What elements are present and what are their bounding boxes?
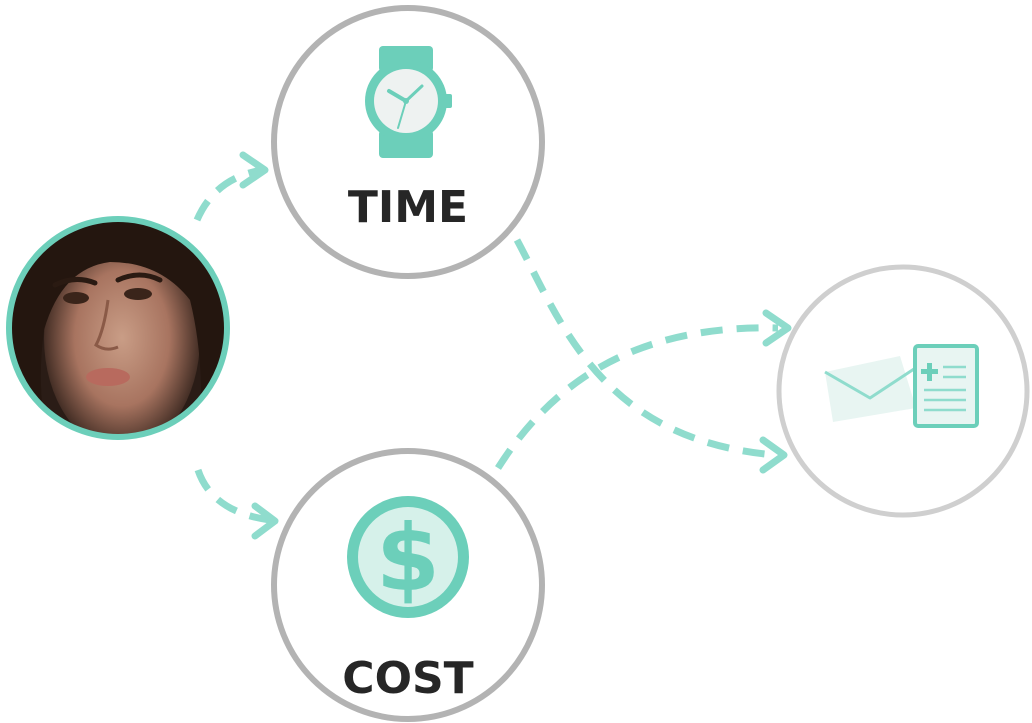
mail-document-icon	[824, 344, 979, 428]
svg-text:$: $	[376, 505, 440, 612]
time-node: TIME	[271, 5, 545, 279]
cost-node: $ COST	[271, 448, 545, 722]
result-node	[776, 264, 1030, 518]
arrow-person-to-cost	[194, 468, 271, 524]
arrow-head-time-to-result	[759, 436, 788, 474]
watch-icon	[365, 46, 452, 158]
arrow-time-to-result	[513, 238, 776, 459]
arrow-head-person-to-time	[239, 151, 269, 189]
connectors	[193, 151, 792, 540]
avatar-ring	[6, 216, 230, 440]
arrow-head-person-to-cost	[251, 502, 279, 540]
arrow-person-to-time	[193, 166, 263, 222]
time-node-label: TIME	[348, 182, 468, 233]
cost-node-label: COST	[342, 653, 473, 704]
arrow-cost-to-result	[495, 324, 779, 470]
dollar-coin-icon: $	[347, 496, 469, 618]
avatar	[6, 216, 230, 440]
arrow-head-cost-to-result	[762, 309, 792, 347]
